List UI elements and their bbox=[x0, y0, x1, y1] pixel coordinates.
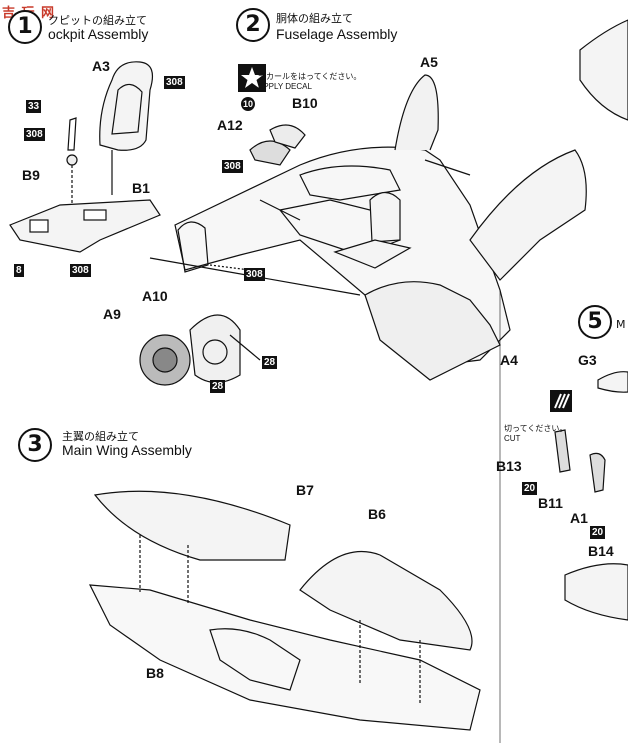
decal-star-icon bbox=[238, 64, 266, 92]
part-label-a4: A4 bbox=[500, 352, 518, 368]
paint-code-28: 28 bbox=[262, 356, 278, 369]
step-number-1: 1 bbox=[8, 10, 42, 44]
paint-code-33: 33 bbox=[26, 100, 42, 113]
paint-code-308: 308 bbox=[70, 264, 91, 277]
part-label-b10: B10 bbox=[292, 95, 318, 111]
part-label-a12: A12 bbox=[217, 117, 243, 133]
cut-note-en: CUT bbox=[504, 434, 521, 443]
part-label-b7: B7 bbox=[296, 482, 314, 498]
step-3-title-en: Main Wing Assembly bbox=[62, 442, 192, 458]
step-3-title-jp: 主翼の組み立て bbox=[62, 430, 139, 443]
step-number-2: 2 bbox=[236, 8, 270, 42]
paint-code-308: 308 bbox=[244, 268, 265, 281]
decal-number-badge: 10 bbox=[241, 97, 255, 111]
cut-icon bbox=[550, 390, 572, 412]
paint-code-308: 308 bbox=[24, 128, 45, 141]
part-label-a5: A5 bbox=[420, 54, 438, 70]
step-1-title-jp: クピットの組み立て bbox=[48, 14, 147, 27]
paint-code-20: 20 bbox=[590, 526, 606, 539]
step-5-title-jp: M bbox=[616, 318, 626, 331]
paint-code-308: 308 bbox=[222, 160, 243, 173]
paint-code-8: 8 bbox=[14, 264, 24, 277]
decal-note-en: APPLY DECAL bbox=[258, 82, 312, 91]
part-label-b8: B8 bbox=[146, 665, 164, 681]
part-label-a9: A9 bbox=[103, 306, 121, 322]
part-label-a10: A10 bbox=[142, 288, 168, 304]
paint-code-308: 308 bbox=[164, 76, 185, 89]
part-label-a3: A3 bbox=[92, 58, 110, 74]
part-label-a1: A1 bbox=[570, 510, 588, 526]
step-2-title-jp: 胴体の組み立て bbox=[276, 12, 353, 25]
part-label-b13: B13 bbox=[496, 458, 522, 474]
paint-code-28: 28 bbox=[210, 380, 226, 393]
step-number-3: 3 bbox=[18, 428, 52, 462]
part-label-b14: B14 bbox=[588, 543, 614, 559]
paint-code-20: 20 bbox=[522, 482, 538, 495]
cut-note-jp: 切ってください。 bbox=[504, 424, 568, 433]
decal-note-jp: デカールをはってください。 bbox=[258, 72, 362, 81]
step-1-title-en: ockpit Assembly bbox=[48, 26, 149, 42]
step-number-5: 5 bbox=[578, 305, 612, 339]
step-2-title-en: Fuselage Assembly bbox=[276, 26, 398, 42]
part-label-b11: B11 bbox=[538, 495, 563, 511]
part-label-g3: G3 bbox=[578, 352, 597, 368]
part-label-b1: B1 bbox=[132, 180, 150, 196]
part-label-b6: B6 bbox=[368, 506, 386, 522]
part-label-b9: B9 bbox=[22, 167, 40, 183]
